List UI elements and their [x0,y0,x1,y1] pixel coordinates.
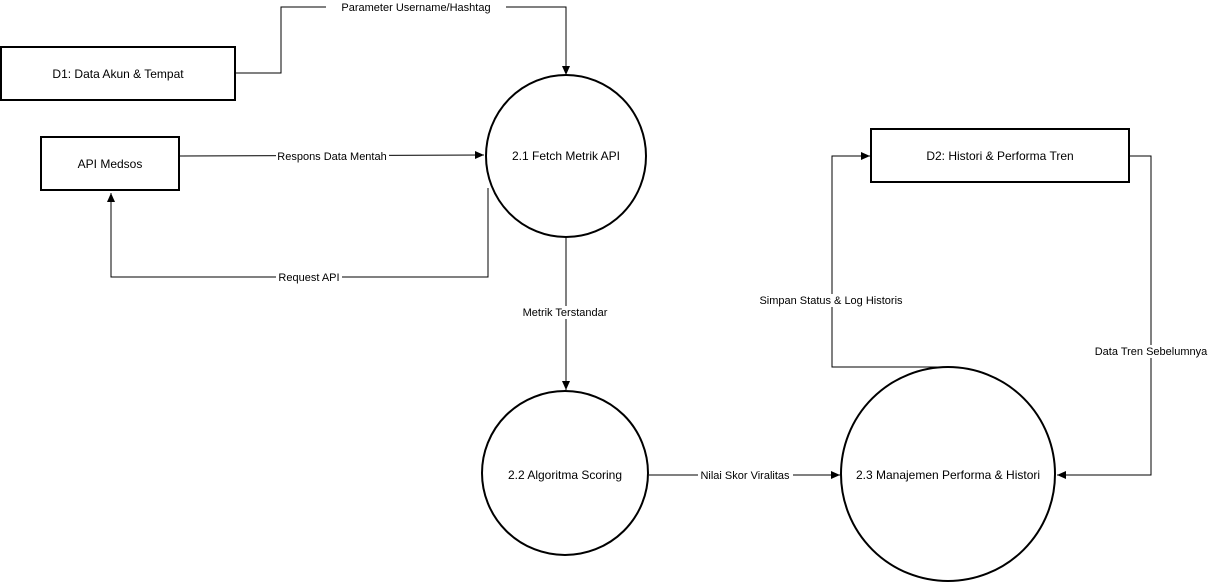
datastore-d2: D2: Histori & Performa Tren [870,128,1130,183]
process-2-2: 2.2 Algoritma Scoring [481,390,649,556]
flow-data-tren-sebelumnya: Data Tren Sebelumnya [1057,155,1209,479]
external-entity-api-medsos: API Medsos [40,136,180,191]
datastore-d2-label: D2: Histori & Performa Tren [926,149,1073,163]
flow-label-tren: Data Tren Sebelumnya [1095,346,1208,358]
datastore-d1-label: D1: Data Akun & Tempat [52,67,184,81]
flow-label-request: Request API [278,272,339,284]
flow-label-nilai: Nilai Skor Viralitas [700,470,790,482]
process-2-1: 2.1 Fetch Metrik API [485,74,647,238]
flow-parameter-username-hashtag: Parameter Username/Hashtag [236,1,570,75]
flow-label-parameter: Parameter Username/Hashtag [341,2,490,14]
flow-simpan-status-log-historis: Simpan Status & Log Historis [758,152,948,368]
process-2-3-label: 2.3 Manajemen Performa & Histori [856,468,1040,482]
datastore-d1: D1: Data Akun & Tempat [0,46,236,101]
flow-label-simpan: Simpan Status & Log Historis [759,295,903,307]
flow-metrik-terstandar: Metrik Terstandar [520,237,610,390]
flow-nilai-skor-viralitas: Nilai Skor Viralitas [649,469,840,482]
flow-label-respons: Respons Data Mentah [277,151,386,163]
process-2-3: 2.3 Manajemen Performa & Histori [840,366,1056,582]
flow-request-api: Request API [107,188,489,284]
flow-respons-data-mentah: Respons Data Mentah [179,150,485,163]
process-2-2-label: 2.2 Algoritma Scoring [508,468,622,482]
flow-label-metrik: Metrik Terstandar [523,307,608,319]
external-entity-api-medsos-label: API Medsos [78,157,143,171]
process-2-1-label: 2.1 Fetch Metrik API [512,149,620,163]
